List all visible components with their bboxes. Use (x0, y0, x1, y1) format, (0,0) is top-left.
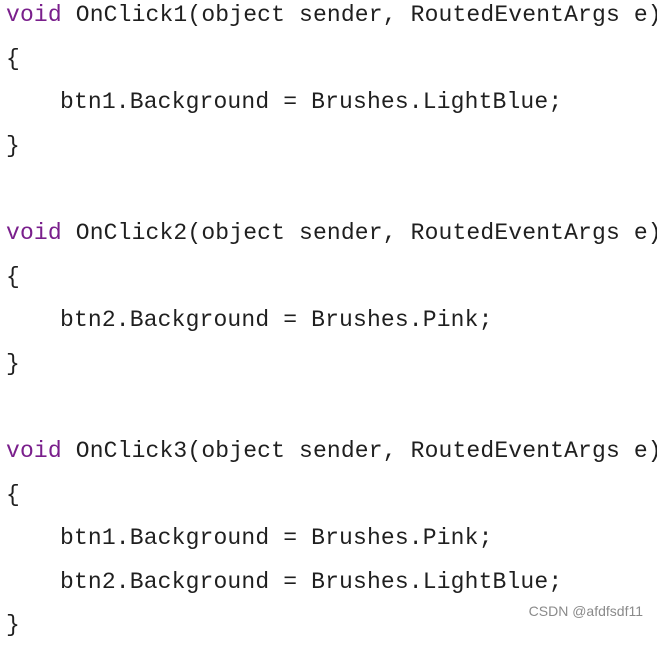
open-brace: { (6, 481, 20, 508)
open-brace: { (6, 45, 20, 72)
method-signature-onclick1: void OnClick1(object sender, RoutedEvent… (6, 0, 657, 44)
code-block: void OnClick1(object sender, RoutedEvent… (6, 0, 657, 654)
close-brace: } (6, 350, 20, 377)
keyword-void: void (6, 219, 62, 246)
open-brace: { (6, 263, 20, 290)
code-statement: btn2.Background = Brushes.LightBlue; (60, 568, 563, 595)
keyword-void: void (6, 437, 62, 464)
method-signature-onclick3: void OnClick3(object sender, RoutedEvent… (6, 436, 657, 480)
signature-text: OnClick2(object sender, RoutedEventArgs … (61, 219, 657, 246)
blank-line (6, 392, 656, 436)
signature-text: OnClick3(object sender, RoutedEventArgs … (61, 437, 657, 464)
code-statement: btn1.Background = Brushes.Pink; (60, 525, 493, 552)
keyword-void: void (6, 2, 62, 28)
code-statement: btn2.Background = Brushes.Pink; (60, 307, 493, 334)
method-signature-onclick2: void OnClick2(object sender, RoutedEvent… (6, 218, 657, 262)
close-brace: } (6, 132, 20, 159)
code-statement: btn1.Background = Brushes.LightBlue; (60, 89, 563, 116)
signature-text: OnClick1(object sender, RoutedEventArgs … (61, 2, 657, 28)
blank-line (6, 174, 656, 218)
watermark-text: CSDN @afdfsdf11 (528, 603, 643, 619)
